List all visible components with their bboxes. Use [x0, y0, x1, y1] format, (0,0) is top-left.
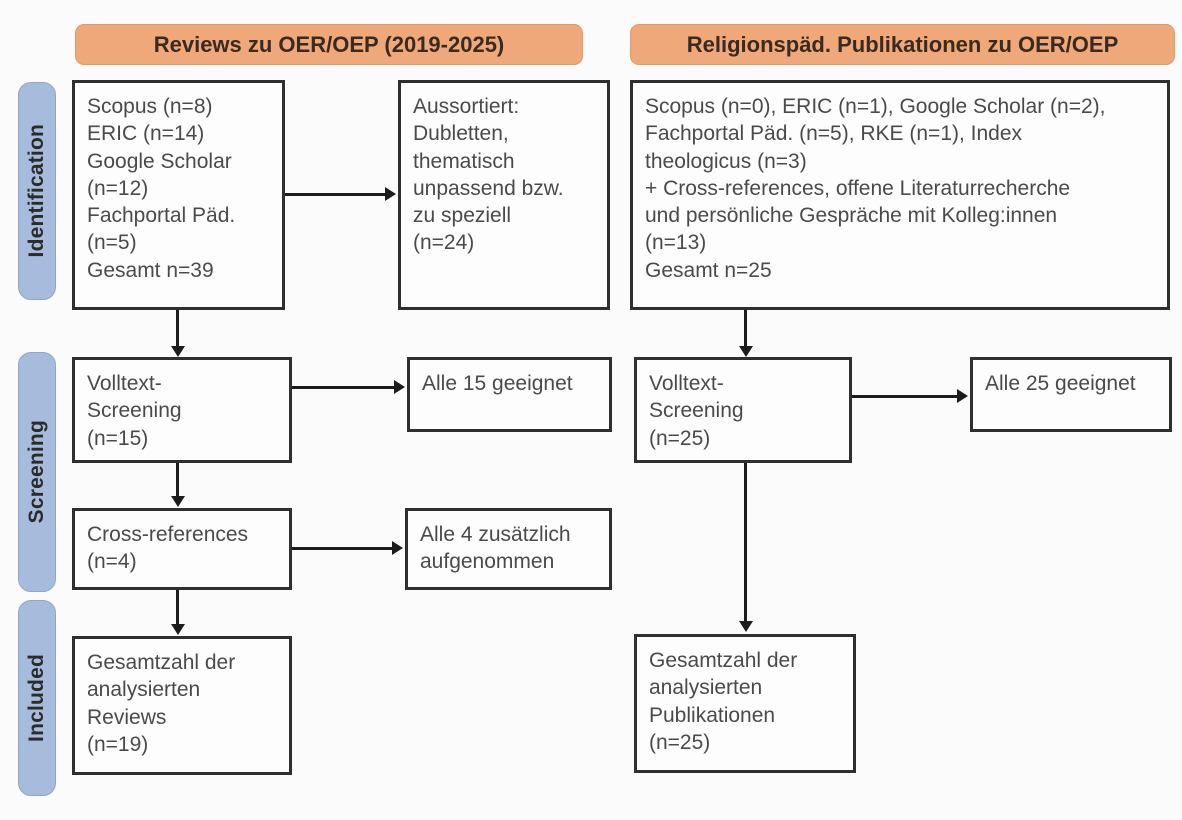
box-right-sources: Scopus (n=0), ERIC (n=1), Google Scholar… [630, 80, 1170, 310]
box-left-fulltext-screening: Volltext- Screening (n=15) [72, 357, 292, 463]
connector-left-fulltext-to-crossrefs [176, 463, 179, 496]
box-left-sources: Scopus (n=8) ERIC (n=14) Google Scholar … [72, 80, 285, 310]
stage-tab-screening: Screening [18, 352, 56, 592]
box-line: Fachportal Päd. [87, 204, 236, 228]
column-header-religionspaed-label: Religionspäd. Publikationen zu OER/OEP [686, 31, 1119, 57]
box-line: Gesamt n=25 [645, 258, 772, 282]
arrow-left-fulltext-to-eligible [394, 380, 405, 394]
box-line: Gesamt n=39 [87, 258, 214, 282]
connector-left-sources-to-excluded [285, 193, 385, 196]
box-line: (n=4) [87, 550, 137, 574]
connector-left-crossrefs-to-included [176, 590, 179, 624]
box-left-excluded: Aussortiert: Dubletten, thematisch unpas… [398, 80, 610, 310]
connector-left-crossrefs-to-added [292, 547, 392, 550]
box-line: Dubletten, [413, 122, 509, 146]
box-line: und persönliche Gespräche mit Kolleg:inn… [645, 204, 1058, 228]
box-line: Reviews [87, 705, 167, 729]
box-line: Screening [87, 399, 182, 423]
box-line: (n=13) [645, 231, 707, 255]
box-line: (n=25) [649, 426, 711, 450]
box-line: Alle 4 zusätzlich [420, 523, 571, 546]
box-line: Volltext- [649, 372, 724, 395]
box-line: unpassend bzw. [413, 176, 564, 200]
box-right-fulltext-screening: Volltext- Screening (n=25) [634, 357, 852, 463]
stage-label-screening: Screening [25, 420, 48, 524]
arrow-left-crossrefs-to-added [392, 541, 403, 555]
box-line: (n=12) [87, 176, 149, 200]
box-line: Gesamtzahl der [649, 649, 798, 672]
box-line: ERIC (n=14) [87, 122, 205, 146]
box-line: Publikationen [649, 703, 776, 727]
box-line: theologicus (n=3) [645, 149, 807, 173]
column-header-reviews-label: Reviews zu OER/OEP (2019-2025) [153, 31, 505, 57]
box-line: Alle 25 geeignet [985, 372, 1136, 395]
arrow-left-crossrefs-to-included [171, 624, 185, 635]
arrow-right-sources-to-fulltext [739, 346, 753, 357]
box-line: Scopus (n=0), ERIC (n=1), Google Scholar… [645, 95, 1106, 118]
connector-right-fulltext-to-included [744, 463, 747, 621]
connector-left-fulltext-to-eligible [292, 386, 394, 389]
box-line: + Cross-references, offene Literaturrech… [645, 176, 1071, 200]
box-right-eligible: Alle 25 geeignet [970, 357, 1172, 432]
box-left-included-total: Gesamtzahl der analysierten Reviews (n=1… [72, 636, 292, 775]
box-line: thematisch [413, 149, 515, 173]
column-header-reviews: Reviews zu OER/OEP (2019-2025) [75, 24, 583, 65]
stage-tab-identification: Identification [18, 82, 56, 300]
box-line: Volltext- [87, 372, 162, 395]
column-header-religionspaed: Religionspäd. Publikationen zu OER/OEP [630, 24, 1175, 65]
box-line: Aussortiert: [413, 95, 520, 118]
box-line: Screening [649, 399, 744, 423]
box-line: Fachportal Päd. (n=5), RKE (n=1), Index [645, 122, 1023, 146]
box-left-crossreferences: Cross-references (n=4) [72, 508, 292, 590]
box-line: analysierten [87, 678, 201, 702]
box-line: (n=15) [87, 426, 149, 450]
box-right-included-total: Gesamtzahl der analysierten Publikatione… [634, 634, 856, 773]
connector-right-sources-to-fulltext [744, 310, 747, 346]
box-left-crossreferences-added: Alle 4 zusätzlich aufgenommen [405, 508, 612, 590]
box-line: (n=25) [649, 730, 711, 754]
box-line: Gesamtzahl der [87, 651, 236, 674]
arrow-right-fulltext-to-eligible [957, 389, 968, 403]
stage-tab-included: Included [18, 600, 56, 796]
box-line: (n=24) [413, 231, 475, 255]
box-line: aufgenommen [420, 550, 555, 574]
box-line: Scopus (n=8) [87, 95, 213, 118]
arrow-left-fulltext-to-crossrefs [171, 496, 185, 507]
arrow-right-fulltext-to-included [739, 621, 753, 632]
arrow-left-sources-to-fulltext [171, 346, 185, 357]
box-line: (n=19) [87, 732, 149, 756]
box-left-eligible: Alle 15 geeignet [407, 357, 612, 432]
box-line: (n=5) [87, 231, 137, 255]
arrow-left-sources-to-excluded [385, 187, 396, 201]
box-line: Alle 15 geeignet [422, 372, 573, 395]
box-line: analysierten [649, 676, 763, 700]
connector-left-sources-to-fulltext [176, 310, 179, 346]
stage-label-identification: Identification [25, 124, 48, 258]
box-line: Cross-references [87, 523, 249, 546]
connector-right-fulltext-to-eligible [852, 395, 957, 398]
box-line: zu speziell [413, 204, 512, 228]
box-line: Google Scholar [87, 149, 232, 173]
stage-label-included: Included [25, 654, 48, 742]
